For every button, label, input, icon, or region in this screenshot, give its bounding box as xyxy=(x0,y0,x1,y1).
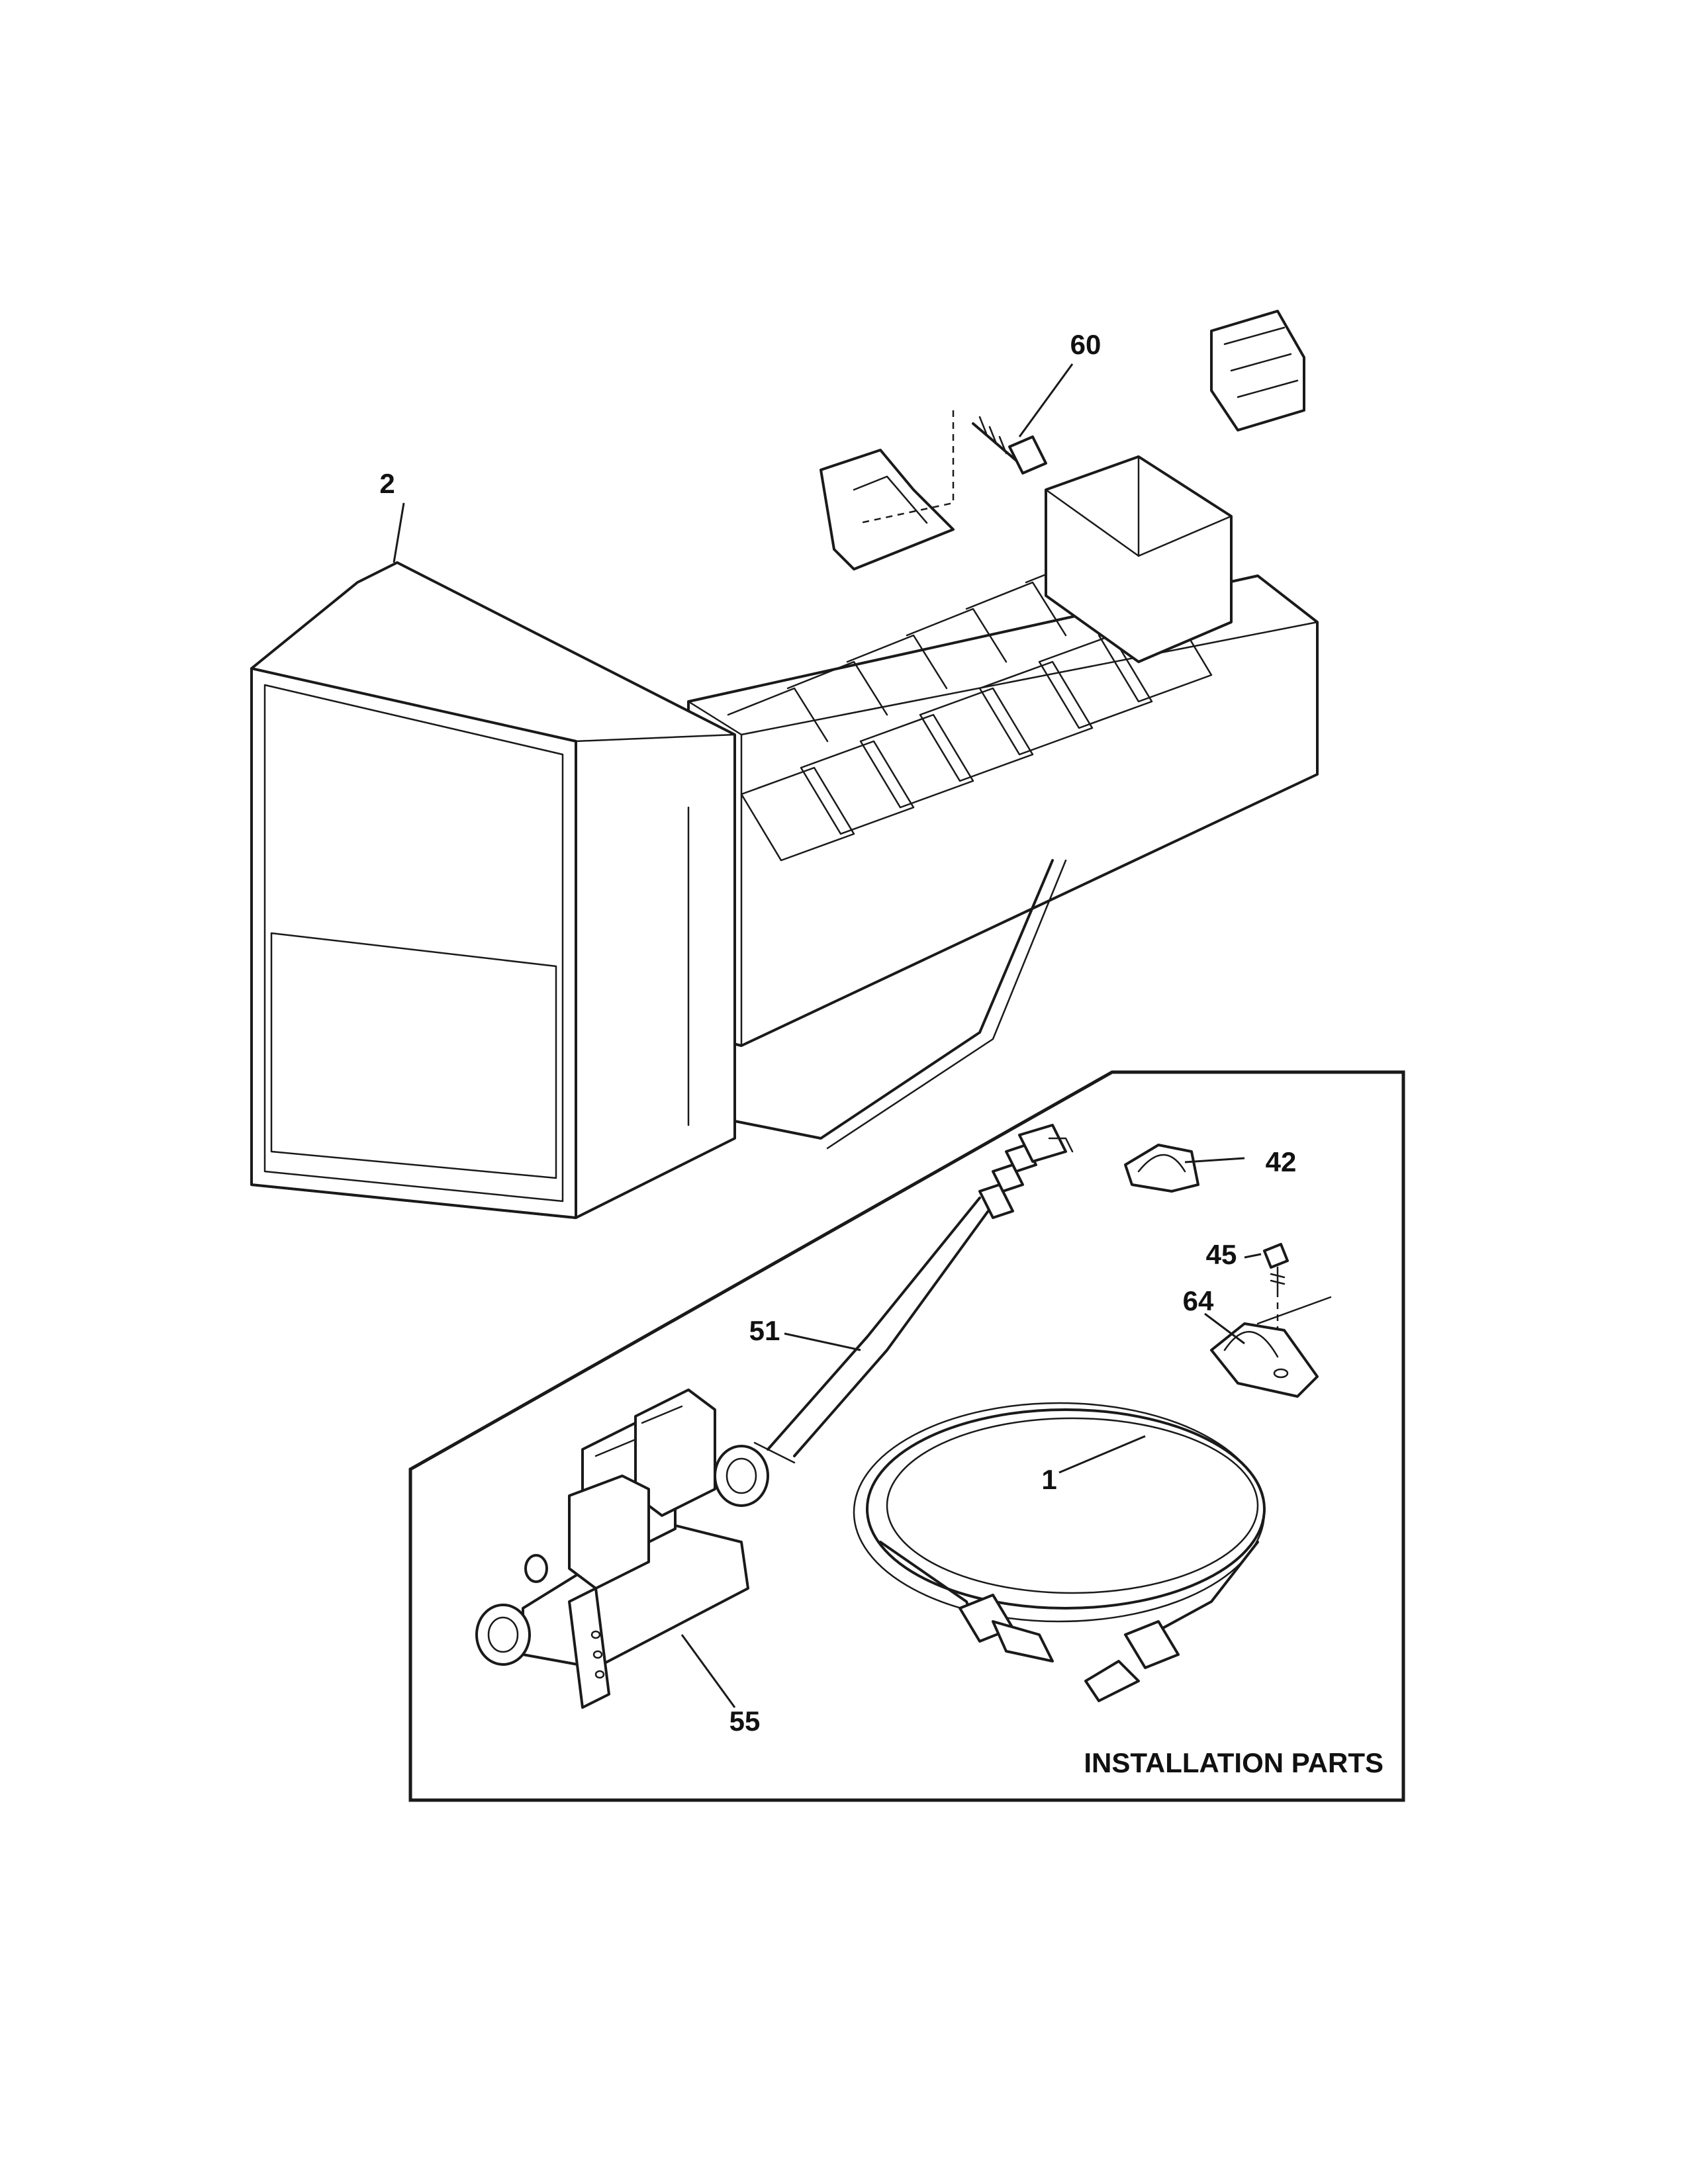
callout-55: 55 xyxy=(729,1706,761,1737)
control-housing xyxy=(250,561,736,1219)
water-tube-coil xyxy=(853,1402,1266,1702)
tube-bracket-clamp xyxy=(1210,1296,1332,1398)
callout-1: 1 xyxy=(1041,1464,1056,1495)
callout-42: 42 xyxy=(1266,1146,1297,1177)
mounting-screw xyxy=(860,410,1047,524)
callout-2: 2 xyxy=(379,468,395,499)
fill-tube xyxy=(753,1124,1074,1464)
wire-connector xyxy=(1210,310,1305,432)
tube-clamp xyxy=(1124,1144,1199,1193)
clamp-screw xyxy=(1263,1243,1289,1337)
ice-maker-assembly xyxy=(250,310,1319,1219)
callout-64: 64 xyxy=(1183,1285,1214,1316)
water-valve xyxy=(475,1388,769,1709)
callout-60: 60 xyxy=(1070,329,1102,360)
leader-lines xyxy=(393,363,1262,1708)
installation-parts-label: INSTALLATION PARTS xyxy=(1084,1747,1383,1778)
callout-51: 51 xyxy=(749,1315,780,1346)
installation-parts-frame xyxy=(408,1070,1405,1802)
callout-45: 45 xyxy=(1206,1239,1237,1270)
